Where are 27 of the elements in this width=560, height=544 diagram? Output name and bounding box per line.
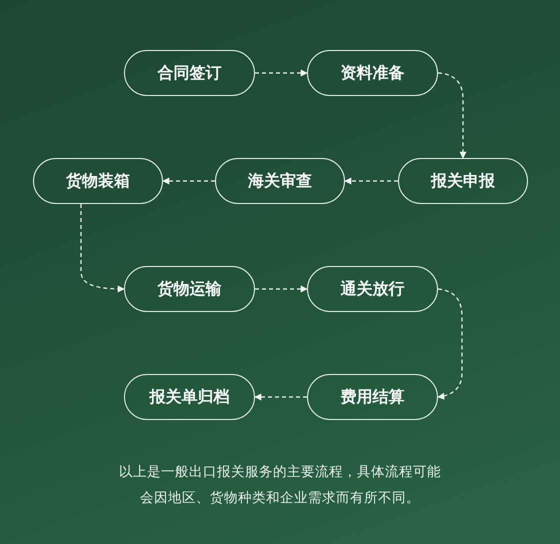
step-label: 报关申报 [431, 170, 495, 192]
dashed-arrow [438, 72, 466, 159]
dashed-arrow [344, 178, 398, 184]
dashed-arrow [80, 204, 125, 292]
process-pill [307, 50, 438, 96]
step-label: 报关单归档 [150, 386, 230, 408]
dashed-arrow [255, 286, 308, 292]
step-label: 货物装箱 [66, 170, 130, 192]
step-label: 合同签订 [158, 62, 222, 84]
process-pill [307, 266, 438, 312]
process-pill [124, 50, 255, 96]
step-label: 通关放行 [340, 278, 404, 300]
dashed-arrow [255, 70, 308, 76]
process-pill [398, 158, 528, 204]
step-label: 海关审查 [248, 170, 312, 192]
process-pill [124, 266, 255, 312]
footnote-text: 以上是一般出口报关服务的主要流程，具体流程可能会因地区、货物种类和企业需求而有所不同。 [119, 463, 441, 508]
dashed-arrow [437, 288, 463, 400]
process-pill [215, 158, 345, 204]
step-label: 资料准备 [340, 62, 404, 84]
step-label: 货物运输 [158, 278, 222, 300]
process-pill [307, 374, 438, 420]
dashed-arrow [162, 178, 215, 184]
step-label: 费用结算 [340, 386, 404, 408]
dashed-arrow [254, 394, 307, 400]
process-pill [33, 158, 163, 204]
process-pill [124, 374, 255, 420]
